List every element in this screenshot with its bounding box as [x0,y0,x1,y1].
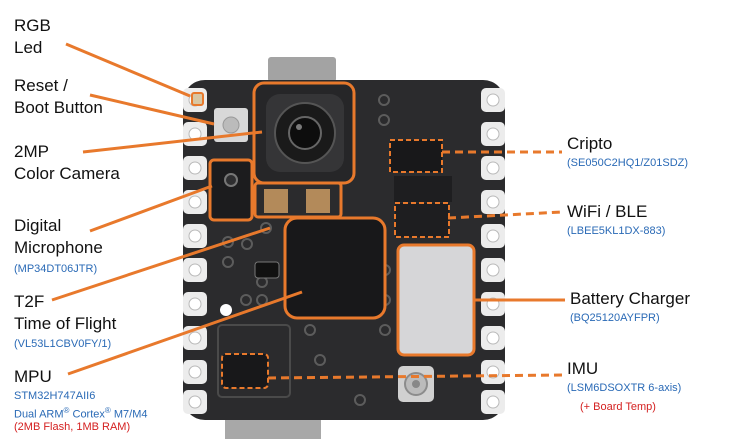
wifi-part-number: (LBEE5KL1DX-883) [567,225,666,237]
charger-part-number: (BQ25120AYFPR) [570,312,660,324]
label-rgb-led: RGB Led [14,15,51,59]
right-pad-hole-8 [486,331,500,345]
gold-pad-left [264,189,288,213]
mpu-core-suffix: Cortex [69,408,105,421]
antenna-connector-pin [412,380,420,388]
callout-tof [51,226,271,302]
microphone-part-number: (MP34DT06JTR) [14,263,98,275]
callout-reset [89,93,215,126]
label-reset-boot-line-1: Reset / [14,76,68,95]
wifi-chip [394,202,450,238]
left-pad-hole-5 [188,229,202,243]
mpu-chip [283,216,387,320]
callout-microphone [89,184,213,233]
label-microphone: Digital Microphone [14,215,103,259]
callout-rgb-led [65,42,191,98]
left-pad-hole-3 [188,161,202,175]
mpu-part-number: STM32H747AII6 [14,390,96,402]
left-pad-hole-10 [188,395,202,409]
label-camera: 2MP Color Camera [14,141,120,185]
right-pad-hole-1 [486,93,500,107]
tof-part-number: (VL53L1CBV0FY/1) [14,338,112,350]
label-rgb-led-line-1: RGB [14,16,51,35]
label-microphone-line-1: Digital [14,216,62,235]
callout-wifi [447,210,563,220]
label-reset-boot: Reset / Boot Button [14,75,103,119]
left-pad-hole-9 [188,365,202,379]
left-pad-hole-4 [188,195,202,209]
gold-pad-right [306,189,330,213]
label-tof-line-1: T2F [14,292,45,311]
top-connector-tab [268,57,336,82]
imu-note: (+ Board Temp) [580,401,656,413]
label-camera-line-2: Color Camera [14,164,120,183]
label-microphone-line-2: Microphone [14,238,103,257]
left-pad-hole-8 [188,331,202,345]
right-pad-hole-10 [486,395,500,409]
tof-sensor [254,261,280,279]
crypto-part-number: (SE050C2HQ1/Z01SDZ) [567,157,689,169]
mpu-registered-mark-2: ® [104,406,111,415]
right-pad-hole-6 [486,263,500,277]
crypto-chip-side [394,176,452,202]
mpu-core-prefix: Dual ARM [14,408,64,421]
label-crypto: Cripto [567,134,613,153]
right-pad-hole-3 [486,161,500,175]
battery-charger-chip [396,243,476,357]
label-imu: IMU [567,359,599,378]
callout-lines [51,42,565,380]
left-pad-hole-7 [188,297,202,311]
label-charger: Battery Charger [570,289,690,308]
right-pad-hole-4 [486,195,500,209]
mpu-memory: (2MB Flash, 1MB RAM) [14,421,131,433]
left-pad-hole-6 [188,263,202,277]
imu-chip [221,353,269,389]
mpu-core-description: Dual ARM® Cortex® M7/M4 [14,404,148,422]
crypto-chip [389,139,443,173]
label-rgb-led-line-2: Led [14,38,43,57]
imu-footprint [217,324,291,398]
label-mpu: MPU [14,367,52,386]
callout-mpu [67,290,303,376]
imu-part-number: (LSM6DSOXTR 6-axis) [567,382,682,394]
right-pad-hole-2 [486,127,500,141]
microphone-port [224,173,238,187]
label-tof: T2F Time of Flight [14,291,116,335]
camera-lens [288,116,322,150]
label-camera-line-1: 2MP [14,142,49,161]
reset-button-knob [222,116,240,134]
rgb-led [191,92,204,106]
label-tof-line-2: Time of Flight [14,314,117,333]
mpu-core-model: M7/M4 [110,408,148,421]
camera-lens-glint [296,124,302,130]
label-reset-boot-line-2: Boot Button [14,98,103,117]
right-pad-hole-5 [486,229,500,243]
callout-camera [82,130,263,154]
fiducial-marker [220,304,232,316]
callout-imu [267,373,563,380]
mpu-registered-mark-1: ® [63,406,70,415]
microphone [208,158,254,222]
label-wifi: WiFi / BLE [567,202,648,221]
